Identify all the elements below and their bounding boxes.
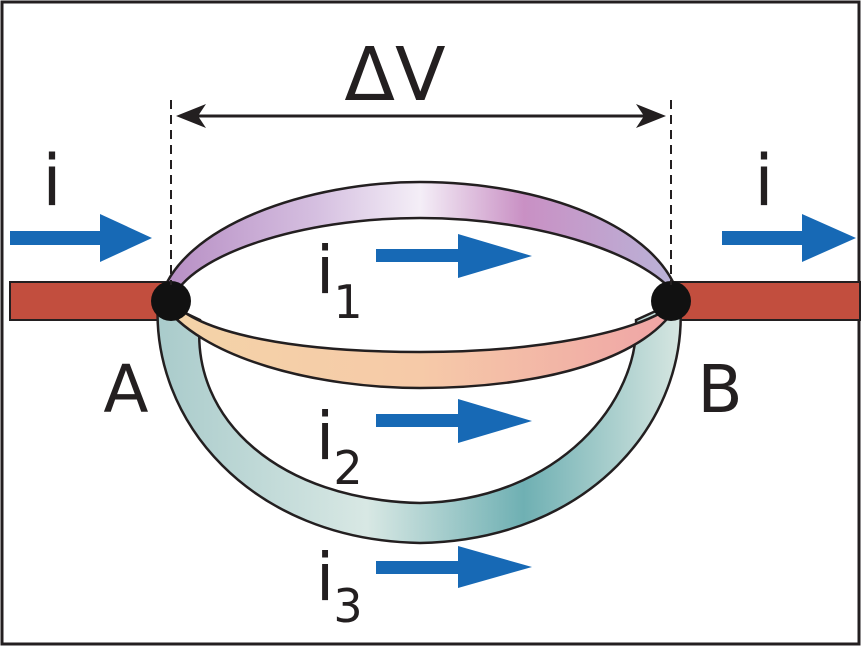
branch-3-current-subscript: 3 bbox=[333, 579, 362, 633]
branch-1-arrow-icon bbox=[376, 234, 532, 278]
current-out-label: i bbox=[754, 140, 773, 222]
branch-3-current-label: i bbox=[316, 539, 334, 616]
node-b-label: B bbox=[697, 351, 742, 428]
current-in-label: i bbox=[42, 140, 61, 222]
current-out-arrow-icon bbox=[722, 214, 856, 262]
branch-1-conductor bbox=[158, 180, 682, 302]
branch-1-current-subscript: 1 bbox=[333, 275, 362, 329]
node-a-dot bbox=[151, 281, 191, 321]
node-b-dot bbox=[651, 281, 691, 321]
node-a-label: A bbox=[103, 351, 148, 428]
wire-left bbox=[9, 281, 169, 321]
voltage-arrow-head-right bbox=[636, 104, 666, 128]
branch-2-arrow-icon bbox=[376, 399, 532, 443]
branch-1-current-label: i bbox=[316, 232, 334, 309]
branch-2-current-label: i bbox=[316, 398, 334, 475]
voltage-label: ΔV bbox=[344, 32, 446, 118]
current-in-arrow-icon bbox=[10, 214, 152, 262]
branch-2-current-subscript: 2 bbox=[333, 441, 362, 495]
branch-2-conductor bbox=[157, 298, 682, 390]
voltage-arrow-head-left bbox=[176, 104, 206, 128]
wire-right bbox=[673, 281, 861, 321]
branch-3-arrow-icon bbox=[376, 546, 532, 588]
